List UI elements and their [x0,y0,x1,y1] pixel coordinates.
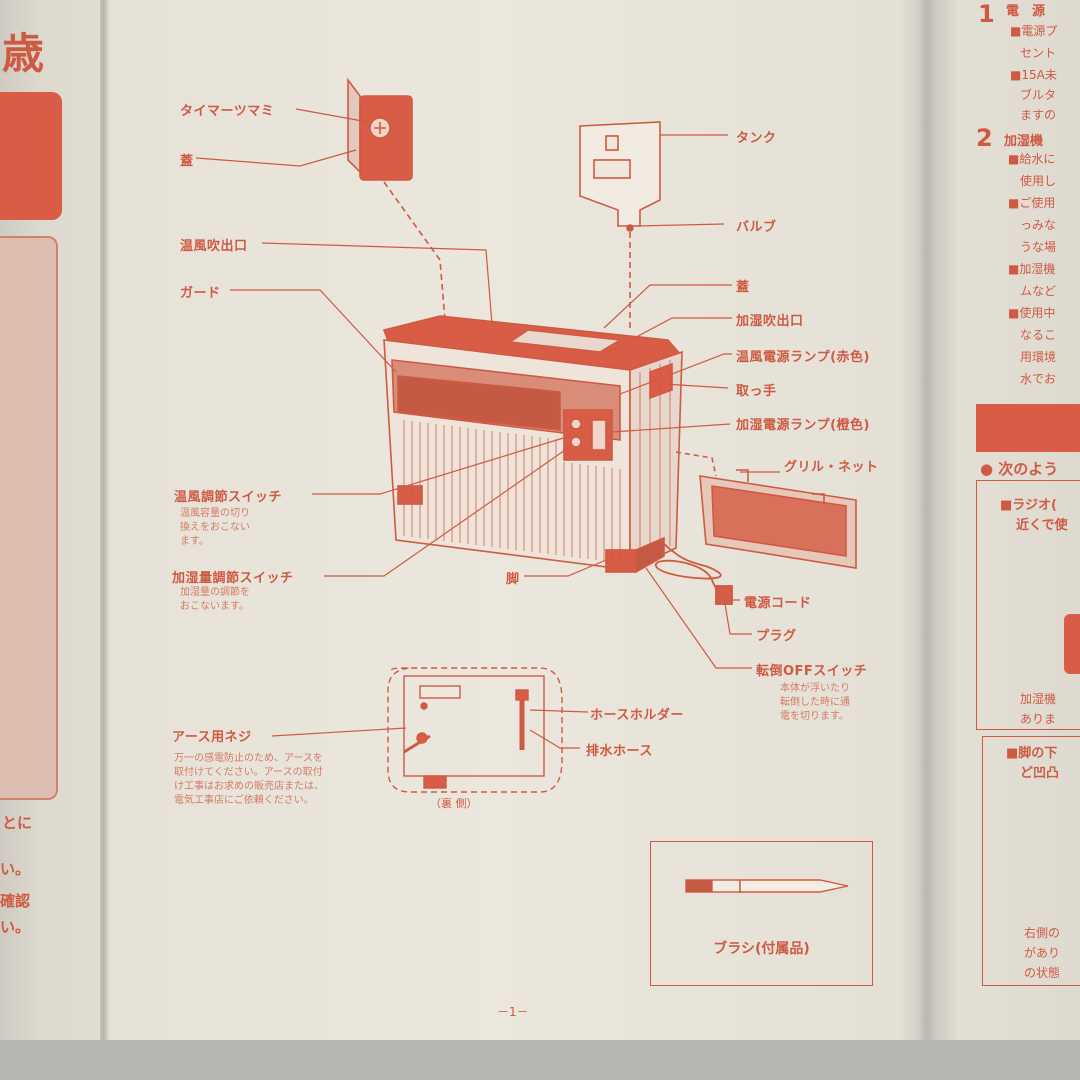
label-timer-knob: タイマーツマミ [180,104,275,119]
label-earth-screw: アース用ネジ [172,730,252,745]
left-text-line4: い。 [0,918,31,936]
box2-line: ど凹凸 [1020,766,1060,781]
front-stripes [403,360,671,563]
note-humid-switch: 加湿量の調節を おこないます。 [180,587,250,612]
label-humid-switch: 加湿量調節スイッチ [172,571,294,586]
left-text-line1: とに [2,814,33,832]
back-side-view [387,667,563,793]
section2-title: 加湿機 [1004,134,1044,149]
leader-lines [195,108,780,749]
paper-fold [918,0,934,1040]
bullet-heading: ● 次のよう [980,460,1059,478]
label-lid-right: 蓋 [736,280,750,295]
section2-line: 使用し [1020,174,1057,188]
section1-number: 1 [978,0,995,28]
label-warm-air-switch: 温風調節スイッチ [174,490,283,505]
right-red-tab [976,404,1080,452]
section1-line: ■15A未 [1010,68,1057,82]
label-drain-hose: 排水ホース [586,744,653,759]
label-leg: 脚 [506,572,520,587]
sheet-edge-shadow [100,0,104,1040]
box1-line: 近くで使 [1016,518,1068,533]
box2-line: の状態 [1024,966,1061,980]
label-valve: バルブ [736,220,777,235]
section1-line: ■電源プ [1010,24,1058,38]
section1-line: ますの [1020,108,1057,122]
right-box-1 [976,480,1080,730]
left-heading-char: 歳 [2,29,45,78]
left-text-line2: い。 [0,860,31,878]
section2-line: なるこ [1020,328,1057,342]
page-number: －1－ [497,1005,529,1019]
label-warm-air-outlet: 温風吹出口 [180,239,248,254]
leg-left [397,485,423,505]
box1-line: 加湿機 [1020,692,1057,706]
label-humid-power-lamp: 加湿電源ランプ(橙色) [736,418,870,433]
label-plug: プラグ [756,629,797,644]
label-power-cord: 電源コード [744,596,812,611]
note-tip-over-switch: 本体が浮いたり 転倒した時に通 電を切ります。 [780,683,850,722]
section2-line: ■給水に [1008,152,1056,166]
section2-line: ムなど [1020,284,1057,298]
leg-right [605,549,637,573]
heater-side [629,350,683,572]
section2-number: 2 [976,124,993,152]
brush-icon [685,879,849,893]
left-pink-box [0,236,58,800]
timer-panel [359,95,413,181]
section2-line: ■ご使用 [1008,196,1056,210]
box1-line: ■ラジオ( [1000,498,1057,513]
note-earth-screw: 万一の感電防止のため、アースを 取付けてください。アースの取付 け工事はお求めの… [174,753,324,806]
section2-line: うな場 [1020,240,1057,254]
left-text-line3: 確認 [0,892,31,910]
left-red-tab [0,92,62,220]
grill-net-icon [675,451,857,569]
label-back-side: （裏 側） [430,797,478,810]
brush-box: ブラシ(付属品) [650,841,873,986]
label-brush: ブラシ(付属品) [713,941,810,957]
label-grill-net: グリル・ネット [784,460,879,475]
section1-line: ブルタ [1020,88,1057,102]
section1-line: セント [1020,46,1057,60]
note-warm-air-switch: 温風容量の切り 換えをおこない ます。 [180,508,250,547]
label-handle: 取っ手 [736,384,777,399]
label-hose-holder: ホースホルダー [590,708,684,723]
label-tank: タンク [736,131,777,146]
box1-line: ありま [1020,712,1057,726]
box2-line: があり [1024,946,1061,960]
box2-line: ■脚の下 [1006,746,1058,761]
label-warm-power-lamp: 温風電源ランプ(赤色) [736,350,870,365]
section2-line: っみな [1020,218,1057,232]
timer-panel-side [347,77,361,174]
control-panel [563,409,613,461]
right-box-2 [982,736,1080,986]
table-surface [0,1040,1080,1080]
section2-line: ■使用中 [1008,306,1056,320]
label-humid-outlet: 加湿吹出口 [736,314,804,329]
label-guard: ガード [180,286,221,301]
box2-line: 右側の [1024,926,1061,940]
label-lid-left: 蓋 [180,154,194,169]
section2-line: 用環境 [1020,350,1057,364]
radio-icon [1064,614,1080,674]
section2-line: ■加湿機 [1008,262,1056,276]
section1-title: 電 源 [1006,4,1046,19]
label-tip-over-switch: 転倒OFFスイッチ [756,664,868,679]
section2-line: 水でお [1020,372,1057,386]
